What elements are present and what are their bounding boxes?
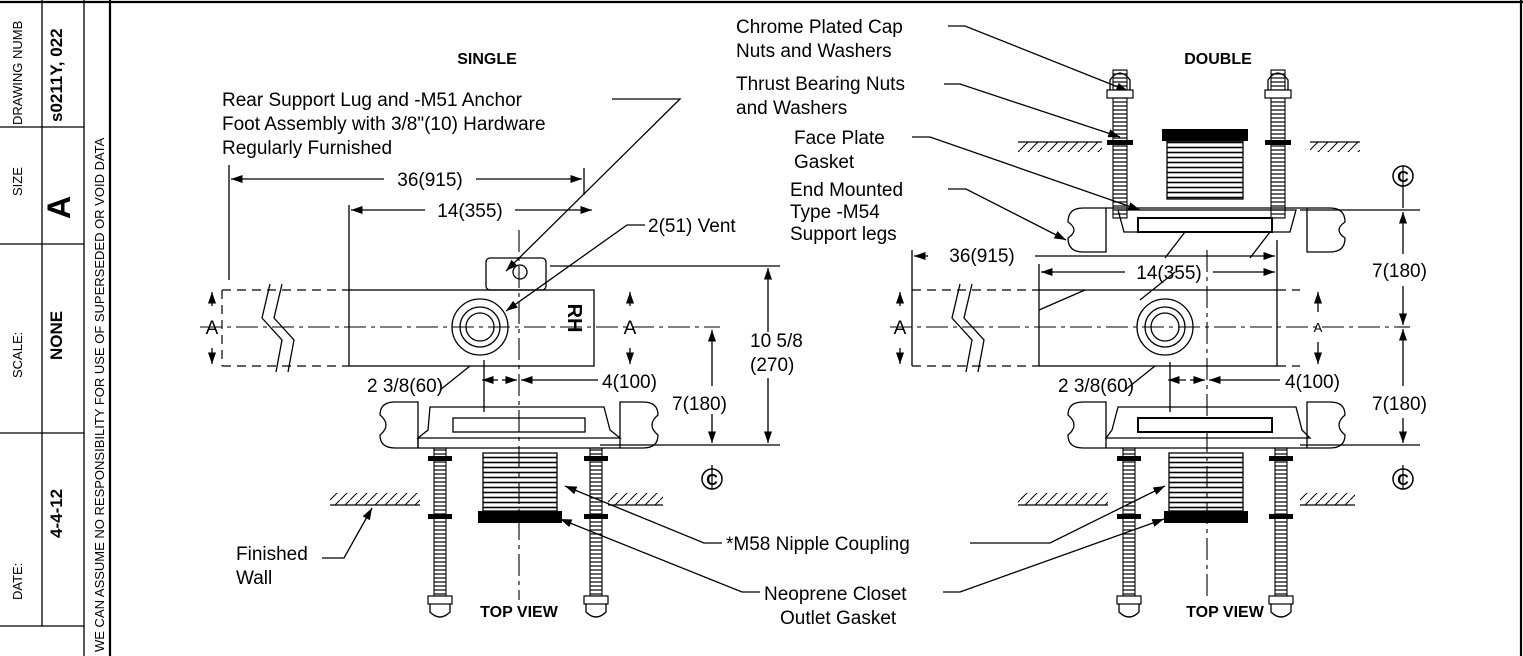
size-label: SIZE xyxy=(10,167,25,196)
double-dim-4: 4(100) xyxy=(1285,372,1340,393)
callout-lug-line3: Regularly Furnished xyxy=(222,138,392,159)
double-footer: TOP VIEW xyxy=(1186,604,1265,621)
callout-lug-line1: Rear Support Lug and -M51 Anchor xyxy=(222,90,523,111)
rh-mark: RH xyxy=(563,304,585,333)
end-mounted-line1: End Mounted xyxy=(790,180,903,201)
double-a-right: A xyxy=(1314,320,1323,335)
size-value: A xyxy=(41,196,77,219)
single-dim-10-5-8: 10 5/8 xyxy=(750,331,803,352)
drawing-number-label: DRAWING NUMB xyxy=(10,21,25,125)
double-view: DOUBLE Chrome Plated Cap Nuts and Washer… xyxy=(736,17,1427,621)
nipple-label: *M58 Nipple Coupling xyxy=(726,534,910,555)
scale-label: SCALE: xyxy=(10,332,25,378)
thrust-line1: Thrust Bearing Nuts xyxy=(736,74,905,95)
single-dim-7: 7(180) xyxy=(672,394,727,415)
single-footer: TOP VIEW xyxy=(480,604,559,621)
leader-lug xyxy=(505,98,682,272)
single-dim-36: 36(915) xyxy=(397,170,463,191)
neoprene-line1: Neoprene Closet xyxy=(764,584,907,605)
cap-nuts-line2: Nuts and Washers xyxy=(736,41,892,62)
single-vent-label: 2(51) Vent xyxy=(648,216,736,237)
face-plate-line2: Gasket xyxy=(794,152,855,173)
end-mounted-line2: Type -M54 xyxy=(790,202,880,223)
double-dim-2-3-8: 2 3/8(60) xyxy=(1058,376,1134,397)
double-dim-14: 14(355) xyxy=(1136,263,1202,284)
face-plate-line1: Face Plate xyxy=(794,128,885,149)
double-dim-7-bottom: 7(180) xyxy=(1372,394,1427,415)
shared-callouts: *M58 Nipple Coupling Neoprene Closet Out… xyxy=(559,485,1166,629)
single-heading: SINGLE xyxy=(457,51,517,68)
double-dim-36: 36(915) xyxy=(949,246,1015,267)
cap-nuts-line1: Chrome Plated Cap xyxy=(736,17,903,38)
disclaimer: WE CAN ASSUME NO RESPONSIBILITY FOR USE … xyxy=(92,137,107,652)
single-dim-4: 4(100) xyxy=(602,372,657,393)
single-a-right: A xyxy=(624,318,637,339)
single-dim-14: 14(355) xyxy=(437,201,503,222)
single-view: SINGLE Rear Support Lug and -M51 Anchor … xyxy=(200,51,803,621)
single-dim-2-3-8: 2 3/8(60) xyxy=(367,376,443,397)
single-a-left: A xyxy=(206,318,219,339)
double-dim-7-top: 7(180) xyxy=(1372,261,1427,282)
double-a-left: A xyxy=(894,318,907,339)
finished-wall-line1: Finished xyxy=(236,544,308,565)
end-mounted-line3: Support legs xyxy=(790,224,897,245)
thrust-line2: and Washers xyxy=(736,98,847,119)
finished-wall-line2: Wall xyxy=(236,568,272,589)
double-heading: DOUBLE xyxy=(1184,51,1252,68)
single-dim-270: (270) xyxy=(750,355,794,376)
date-value: 4-4-12 xyxy=(47,489,66,538)
callout-lug-line2: Foot Assembly with 3/8"(10) Hardware xyxy=(222,114,546,135)
scale-value: NONE xyxy=(47,311,66,360)
date-label: DATE: xyxy=(10,563,25,600)
drawing-number: s0211Y, 022 xyxy=(47,28,66,122)
neoprene-line2: Outlet Gasket xyxy=(780,608,897,629)
